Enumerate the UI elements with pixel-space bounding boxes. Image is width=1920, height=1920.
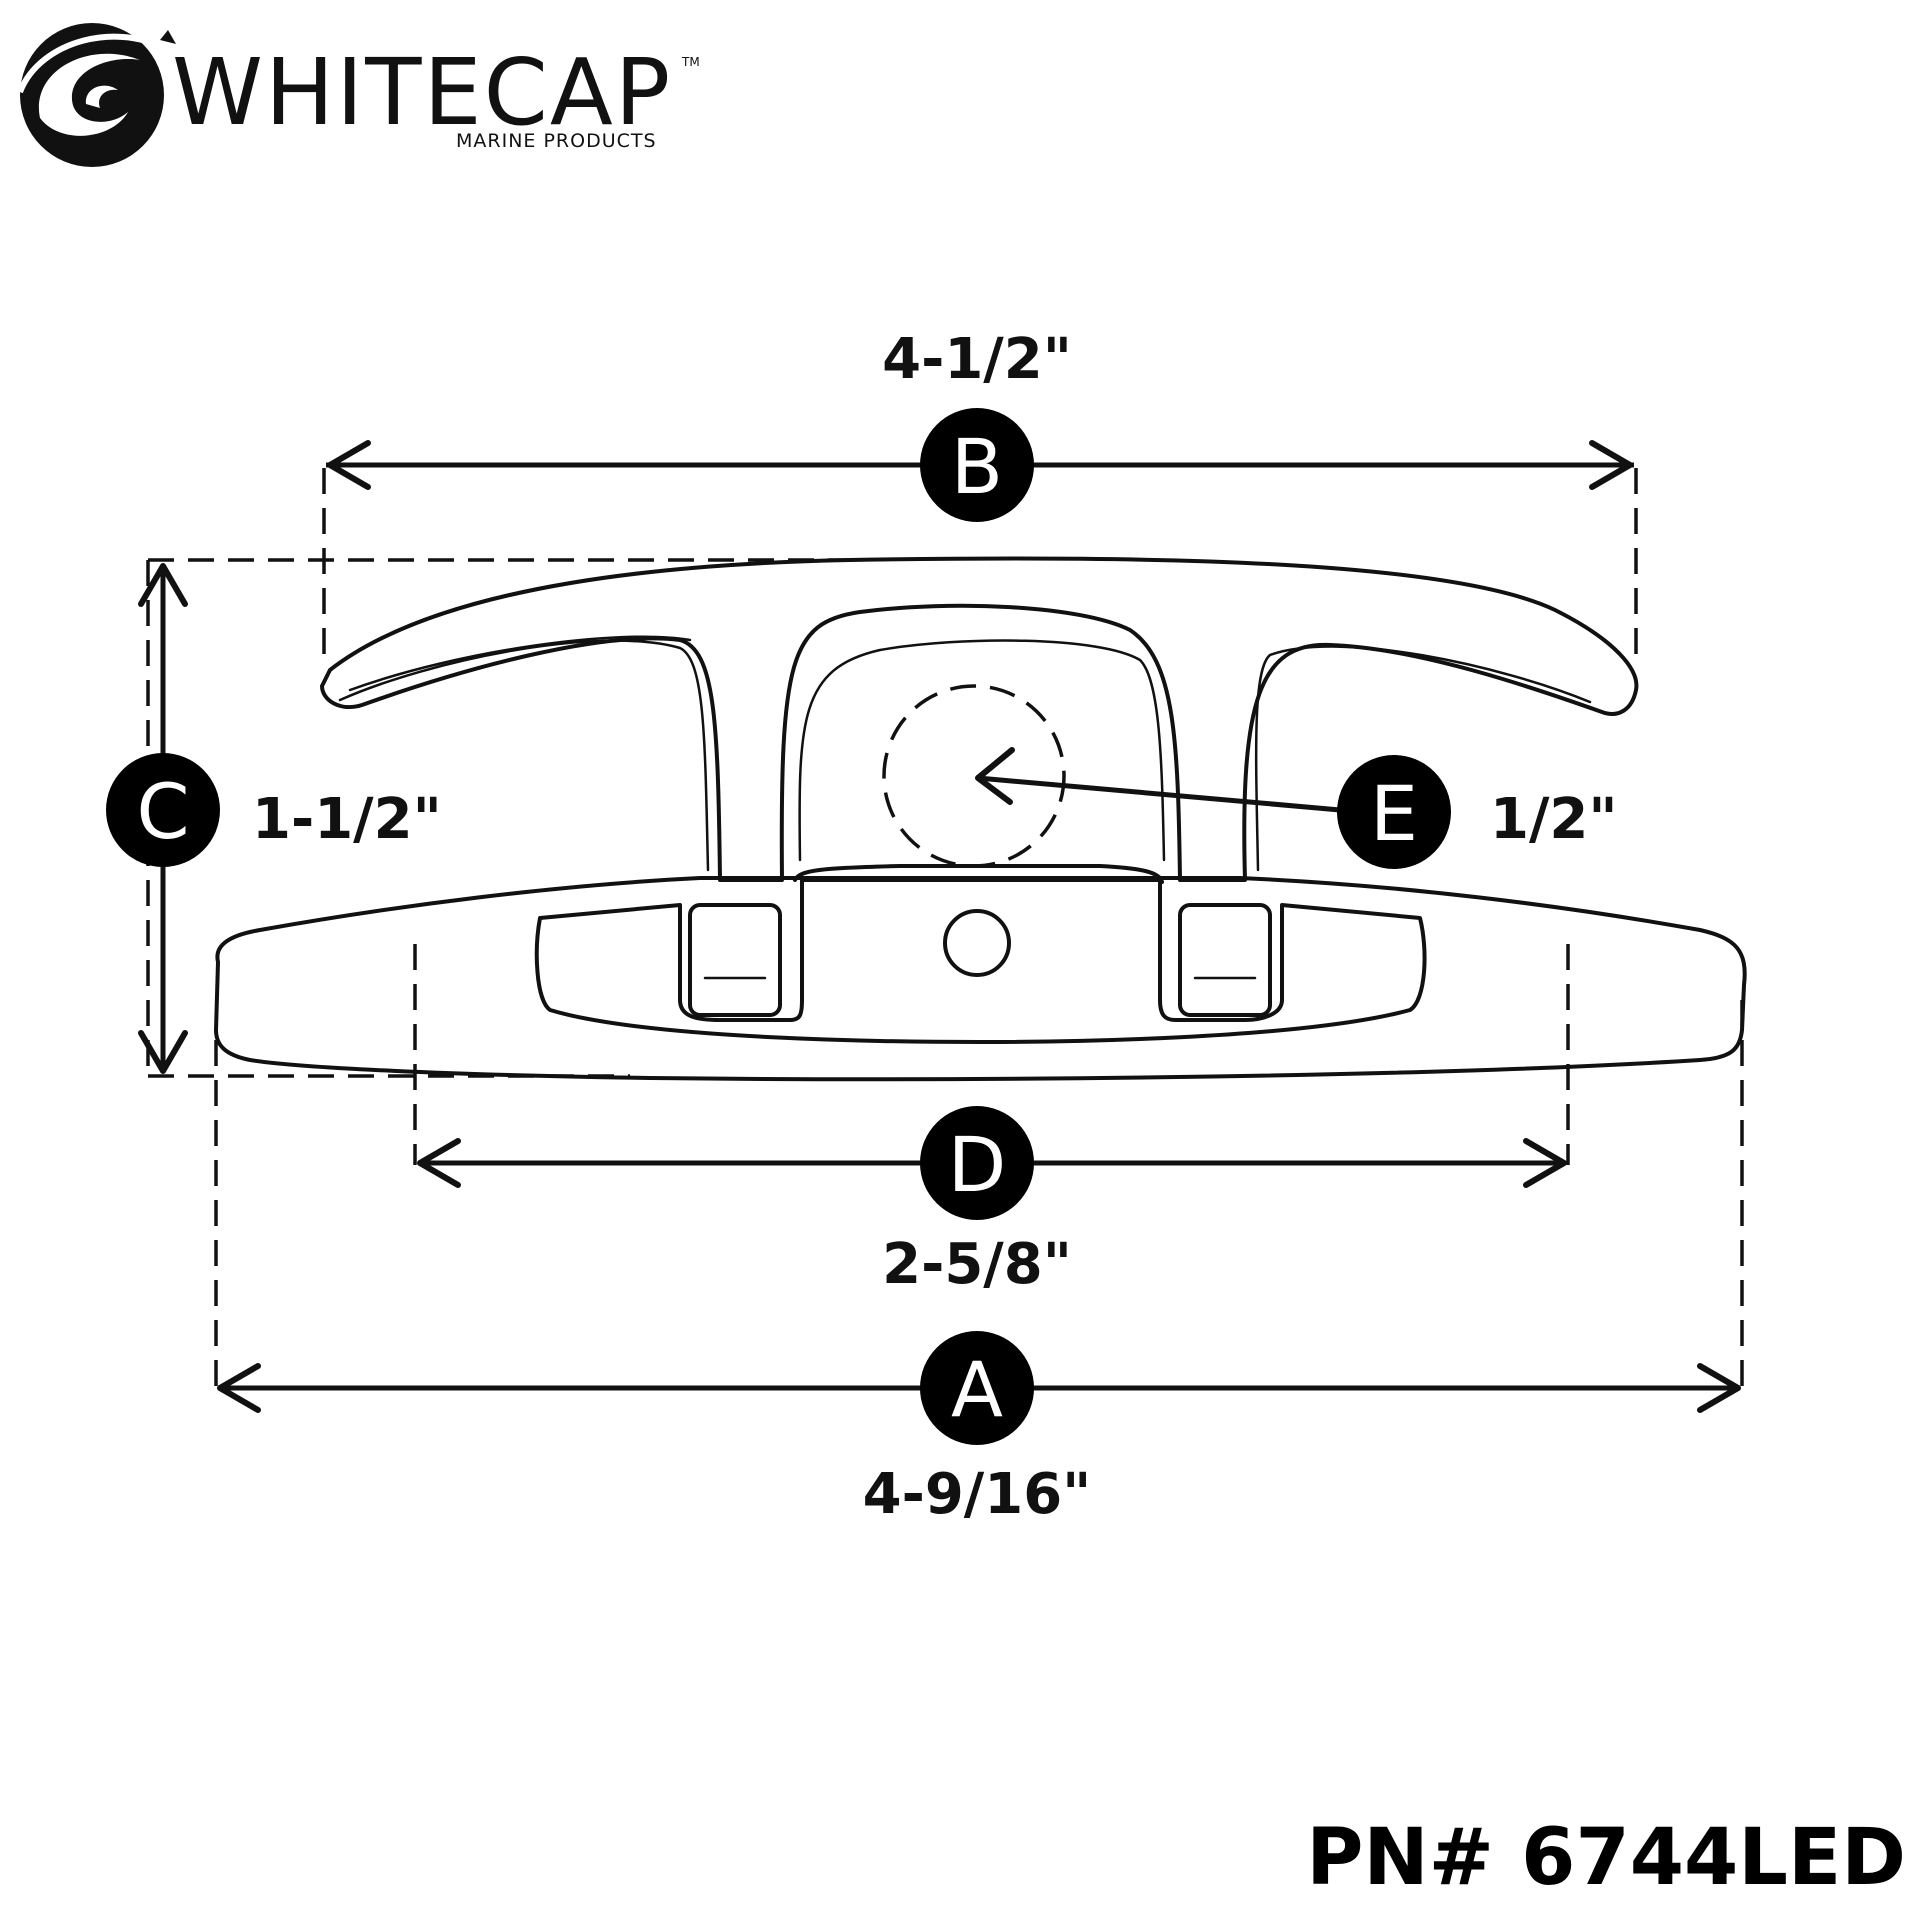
dimension-e-value: 1/2"	[1490, 787, 1618, 852]
brand-name: WHITECAP	[172, 39, 672, 146]
dimension-b-badge	[920, 408, 1034, 522]
dimension-b-letter: B	[951, 422, 1003, 511]
cleat-base	[214, 876, 1747, 1082]
dimension-e-badge	[1337, 755, 1451, 869]
dimension-d-value: 2-5/8"	[882, 1232, 1072, 1297]
dimension-d-badge	[920, 1106, 1034, 1220]
dimension-d: D 2-5/8"	[417, 1106, 1567, 1297]
trademark-mark: TM	[681, 55, 700, 69]
cleat-drawing	[214, 556, 1747, 1082]
dimension-e: E 1/2"	[975, 747, 1618, 869]
dimension-c: C 1-1/2"	[106, 563, 442, 1074]
brand-logo: WHITECAP TM MARINE PRODUCTS	[17, 23, 700, 167]
mounting-hole	[943, 909, 1011, 977]
dimension-a: A 4-9/16"	[217, 1331, 1741, 1527]
dimension-b: B 4-1/2"	[326, 327, 1634, 522]
brand-subtitle: MARINE PRODUCTS	[456, 130, 657, 152]
cleat-horn	[320, 556, 1639, 882]
dimension-a-letter: A	[951, 1345, 1003, 1434]
dimension-a-badge	[920, 1331, 1034, 1445]
wave-logo-icon	[17, 23, 176, 167]
dimension-b-value: 4-1/2"	[882, 327, 1072, 392]
part-number: PN# 6744LED	[1306, 1813, 1906, 1903]
dimension-e-letter: E	[1370, 769, 1418, 858]
dimension-d-letter: D	[948, 1120, 1007, 1209]
dimension-c-letter: C	[136, 767, 189, 856]
dimension-c-value: 1-1/2"	[252, 787, 442, 852]
dimension-c-badge	[106, 753, 220, 867]
dimension-a-value: 4-9/16"	[863, 1462, 1092, 1527]
